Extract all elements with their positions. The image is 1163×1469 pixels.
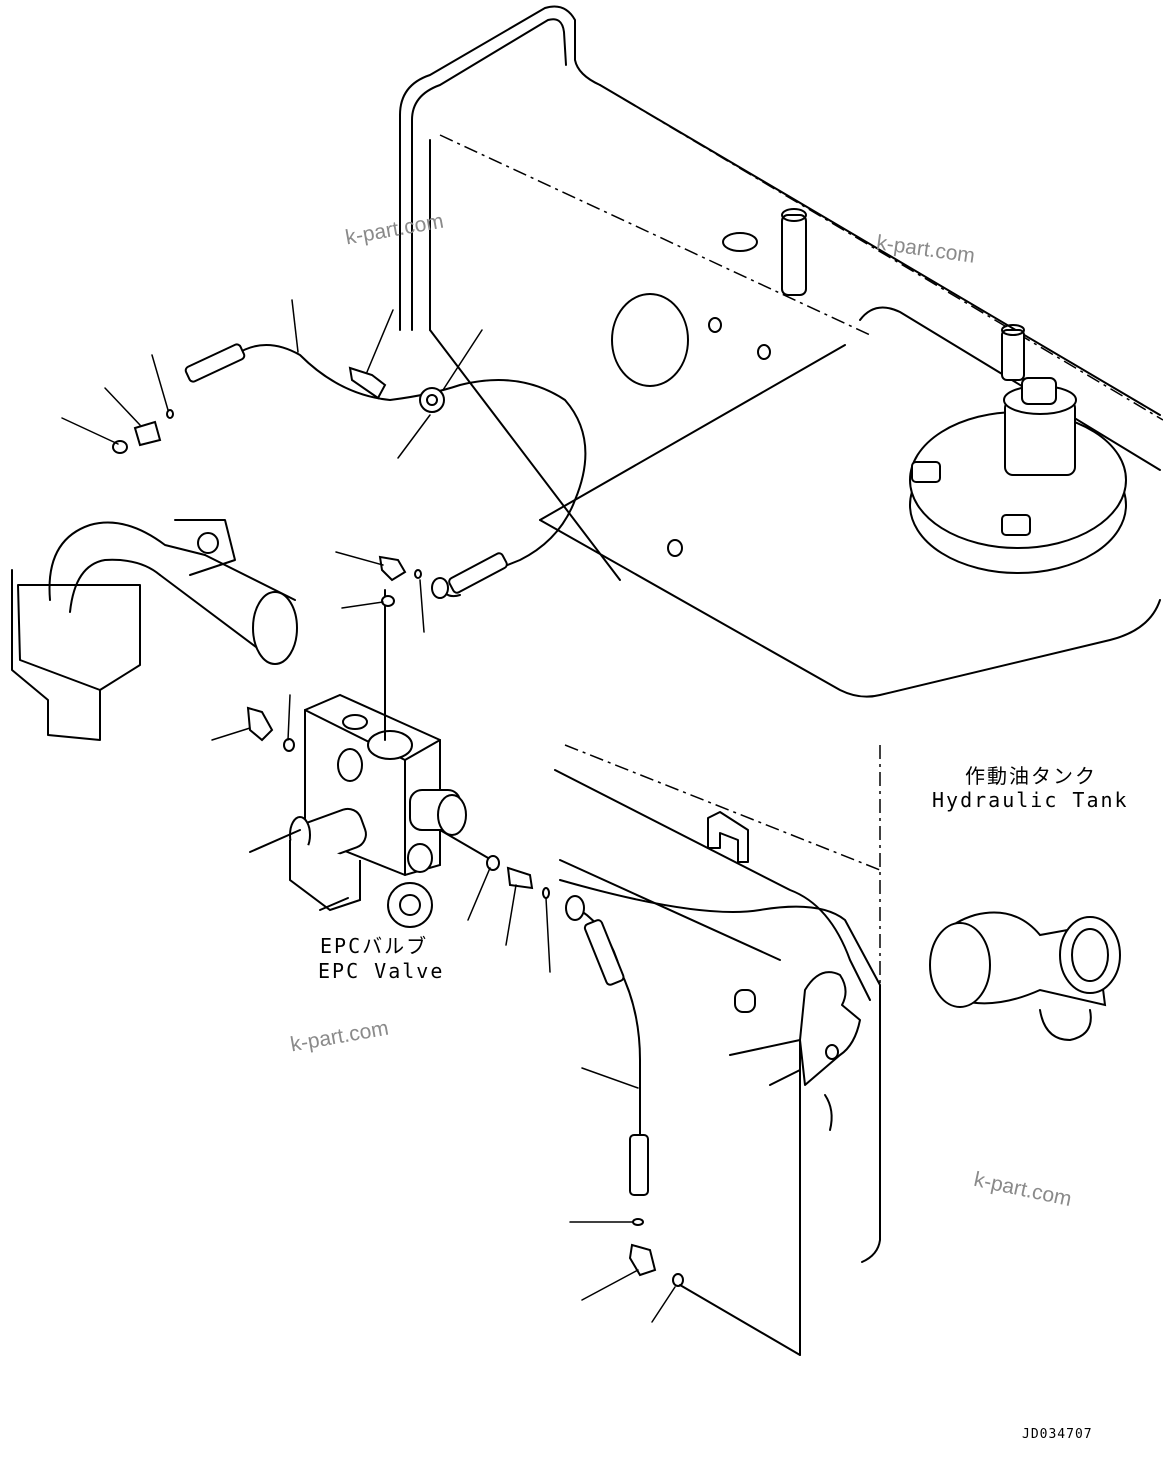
- tank-label-en: Hydraulic Tank: [932, 788, 1129, 812]
- tank-label-jp: 作動油タンク: [965, 764, 1097, 788]
- epc-valve-label-en: EPC Valve: [318, 959, 445, 983]
- epc-valve-block: [249, 589, 496, 928]
- hose-lower: [565, 895, 684, 1287]
- tank-frame: [399, 5, 1163, 698]
- frame-lower: [554, 744, 881, 1356]
- leader-lines: [61, 299, 676, 1323]
- suction-pipe: [11, 519, 298, 741]
- epc-valve-label-jp: EPCバルブ: [320, 934, 429, 958]
- fittings-upper: [112, 366, 550, 899]
- hose-upper: [184, 343, 587, 599]
- drawing-code: JD034707: [1022, 1427, 1093, 1442]
- elbow-pipe: [929, 911, 1121, 1041]
